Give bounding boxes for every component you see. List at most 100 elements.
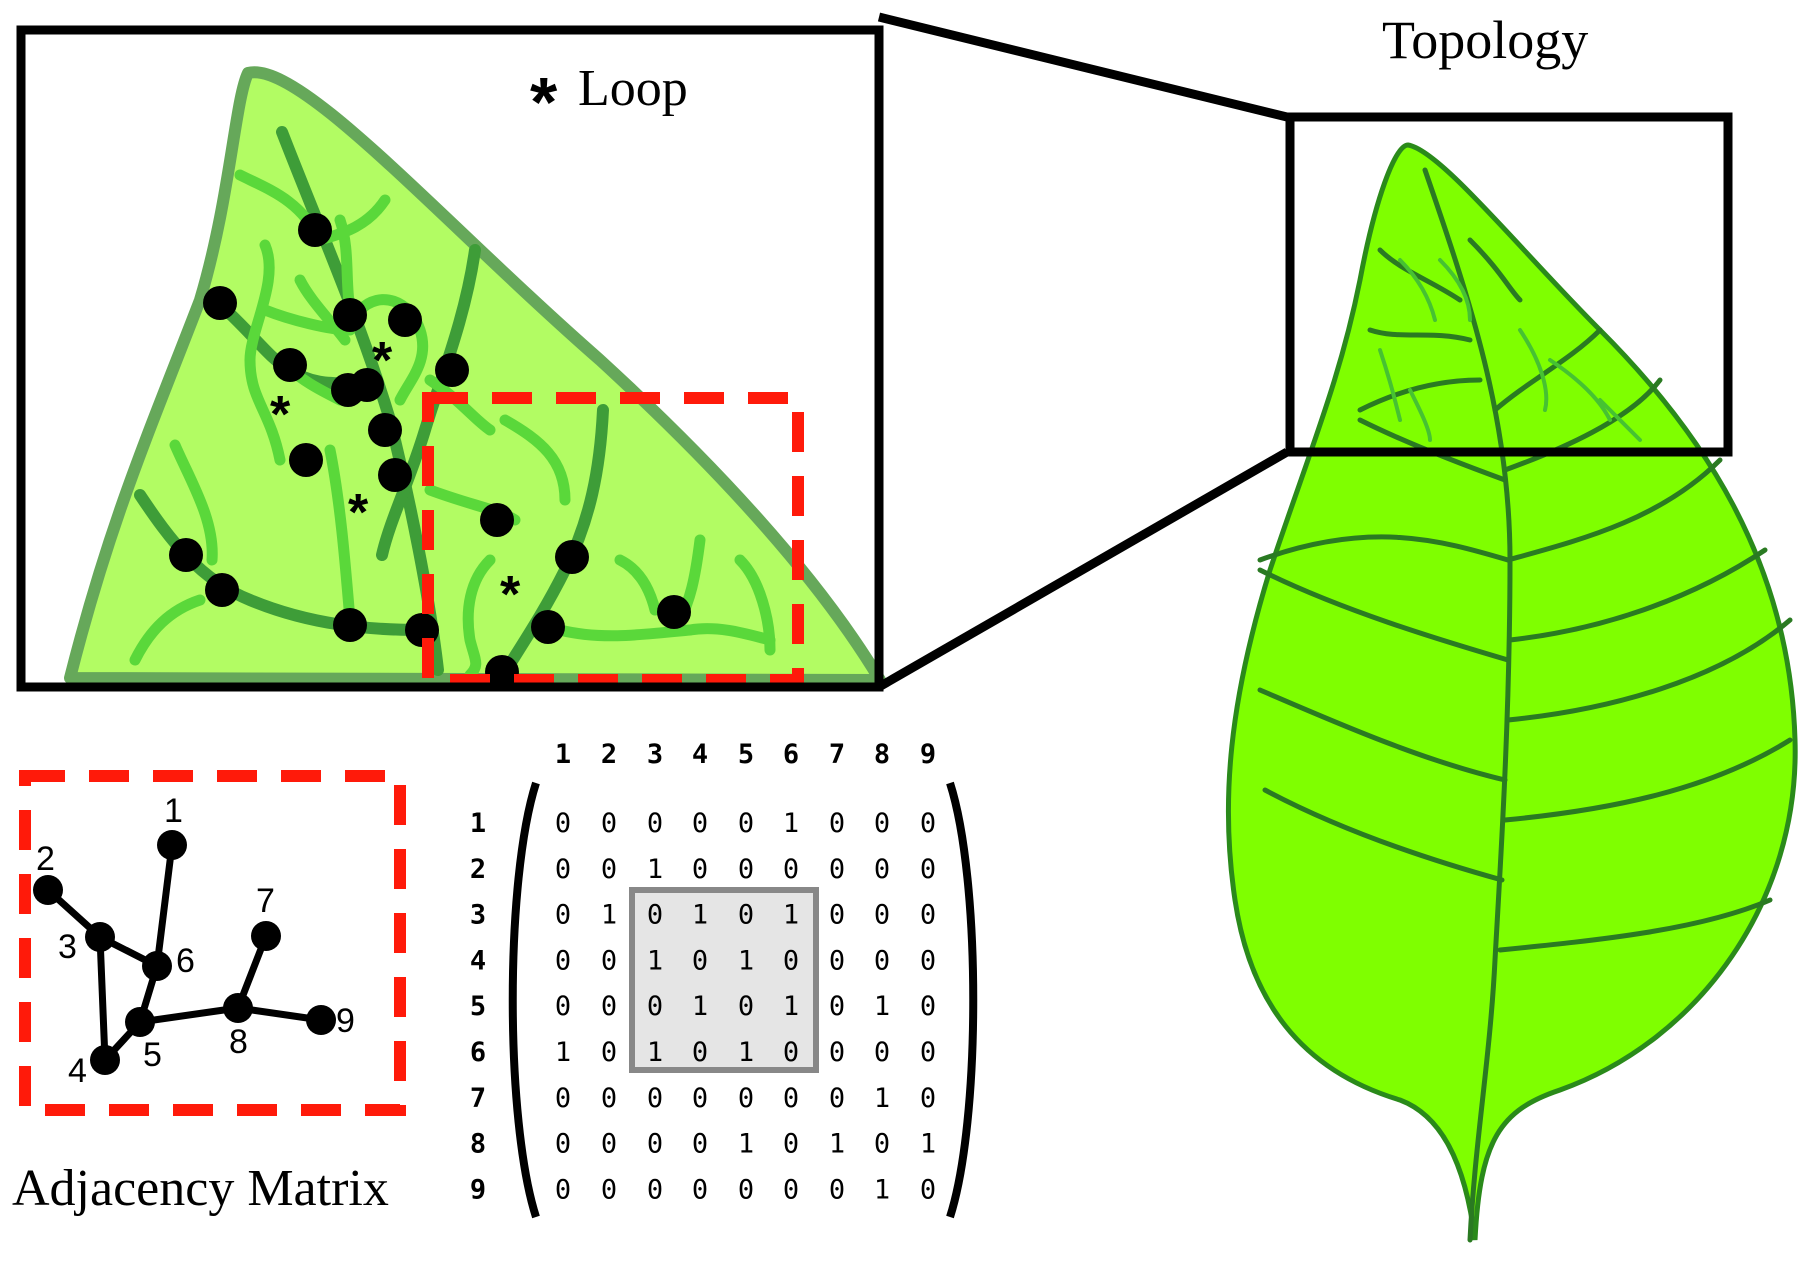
matrix-cell: 0: [738, 991, 754, 1022]
matrix-cell: 1: [920, 1129, 936, 1160]
matrix-cell: 0: [783, 1083, 799, 1114]
matrix-cell: 0: [601, 1083, 617, 1114]
matrix-cell: 0: [601, 991, 617, 1022]
loop-legend-marker: *: [530, 63, 558, 141]
zoom-frame: [16, 25, 884, 692]
matrix-cell: 0: [829, 945, 845, 976]
topology-title: Topology: [1382, 10, 1588, 70]
graph-node-4: [90, 1045, 120, 1075]
leaf-blade: [1225, 142, 1798, 1241]
matrix-cell: 0: [738, 900, 754, 931]
matrix-cell: 0: [874, 808, 890, 839]
matrix-cell: 1: [829, 1129, 845, 1160]
matrix-cell: 0: [555, 1174, 571, 1205]
matrix-cell: 0: [829, 854, 845, 885]
matrix-cell: 0: [738, 1174, 754, 1205]
leaf-minor-veins: [1378, 258, 1642, 442]
matrix-cell: 0: [601, 1129, 617, 1160]
matrix-cell: 0: [692, 808, 708, 839]
matrix-cell: 1: [783, 808, 799, 839]
matrix-col-header: 9: [920, 739, 936, 770]
graph-node-9: [306, 1005, 336, 1035]
zoom-connector-bottom: [876, 448, 1290, 691]
matrix-cell: 0: [738, 808, 754, 839]
loop-legend-label: Loop: [578, 60, 688, 117]
graph-node-label: 6: [176, 942, 195, 980]
matrix-cell: 1: [783, 991, 799, 1022]
matrix-cell: 0: [555, 991, 571, 1022]
matrix-cell: 0: [601, 1174, 617, 1205]
adjacency-matrix-title: Adjacency Matrix: [12, 1160, 389, 1217]
matrix-cell: 0: [601, 945, 617, 976]
matrix-col-header: 4: [692, 739, 708, 770]
matrix-cell: 0: [829, 1037, 845, 1068]
matrix-cell: 0: [555, 854, 571, 885]
matrix-left-bracket: [508, 781, 540, 1219]
matrix-col-header: 6: [783, 739, 799, 770]
graph-edge: [153, 841, 176, 970]
graph-edge: [136, 1004, 242, 1026]
matrix-row-header: 7: [470, 1083, 486, 1114]
matrix-cell: 0: [920, 808, 936, 839]
matrix-cell: 1: [647, 1037, 663, 1068]
matrix-cell: 0: [647, 1083, 663, 1114]
matrix-cell: 0: [829, 991, 845, 1022]
matrix-row-header: 3: [470, 900, 486, 931]
matrix-cell: 0: [647, 808, 663, 839]
matrix-cell: 1: [601, 900, 617, 931]
matrix-cell: 0: [874, 1129, 890, 1160]
matrix-col-header: 3: [647, 739, 663, 770]
matrix-cell: 0: [783, 1129, 799, 1160]
matrix-cell: 1: [555, 1037, 571, 1068]
matrix-right-bracket: [946, 781, 978, 1219]
loop-legend: * Loop: [530, 60, 688, 141]
graph-node-6: [142, 951, 172, 981]
loop-marker: *: [348, 484, 369, 542]
matrix-cell: 0: [920, 1037, 936, 1068]
zoom-connector-top: [877, 12, 1289, 122]
matrix-col-header: 1: [555, 739, 571, 770]
matrix-cell: 0: [920, 854, 936, 885]
matrix-cell: 0: [647, 1174, 663, 1205]
matrix-cell: 0: [601, 808, 617, 839]
matrix-cell: 1: [874, 991, 890, 1022]
matrix-cell: 0: [829, 808, 845, 839]
zoom-leaf-tip: [64, 66, 886, 686]
matrix-cell: 1: [692, 991, 708, 1022]
matrix-cell: 0: [692, 1174, 708, 1205]
graph-node-label: 3: [58, 928, 77, 966]
topology-zoom-box: [1285, 112, 1733, 457]
matrix-cell: 0: [783, 1037, 799, 1068]
matrix-cell: 0: [874, 1037, 890, 1068]
matrix-row-header: 8: [470, 1129, 486, 1160]
graph-node-label: 5: [143, 1036, 162, 1074]
matrix-row-header: 4: [470, 945, 486, 976]
zoom-junction-dots: [169, 213, 691, 689]
matrix-cell: 0: [692, 1083, 708, 1114]
matrix-cell: 0: [555, 945, 571, 976]
matrix-cell: 1: [874, 1174, 890, 1205]
matrix-cell: 0: [829, 900, 845, 931]
matrix-cell: 1: [738, 945, 754, 976]
matrix-cell: 0: [920, 900, 936, 931]
matrix-cell: 1: [783, 900, 799, 931]
matrix-cell: 1: [738, 1129, 754, 1160]
graph-node-5: [125, 1007, 155, 1037]
matrix-row-header: 6: [470, 1037, 486, 1068]
matrix-cell: 0: [783, 1174, 799, 1205]
matrix-row-header: 1: [470, 808, 486, 839]
graph-node-label: 4: [68, 1052, 87, 1090]
matrix-cell: 0: [783, 854, 799, 885]
matrix-cell: 0: [738, 854, 754, 885]
loop-marker: *: [372, 332, 393, 390]
matrix-row-header: 5: [470, 991, 486, 1022]
matrix-col-header: 8: [874, 739, 890, 770]
graph-node-label: 2: [36, 840, 55, 878]
graph-panel: 1 2 3 4 5 6 7 8 9 Adjacency Matrix: [12, 770, 406, 1217]
graph-node-3: [85, 922, 115, 952]
matrix-cell: 1: [647, 945, 663, 976]
matrix-cell: 0: [647, 900, 663, 931]
matrix-cell: 0: [692, 945, 708, 976]
matrix-cell: 0: [555, 1129, 571, 1160]
